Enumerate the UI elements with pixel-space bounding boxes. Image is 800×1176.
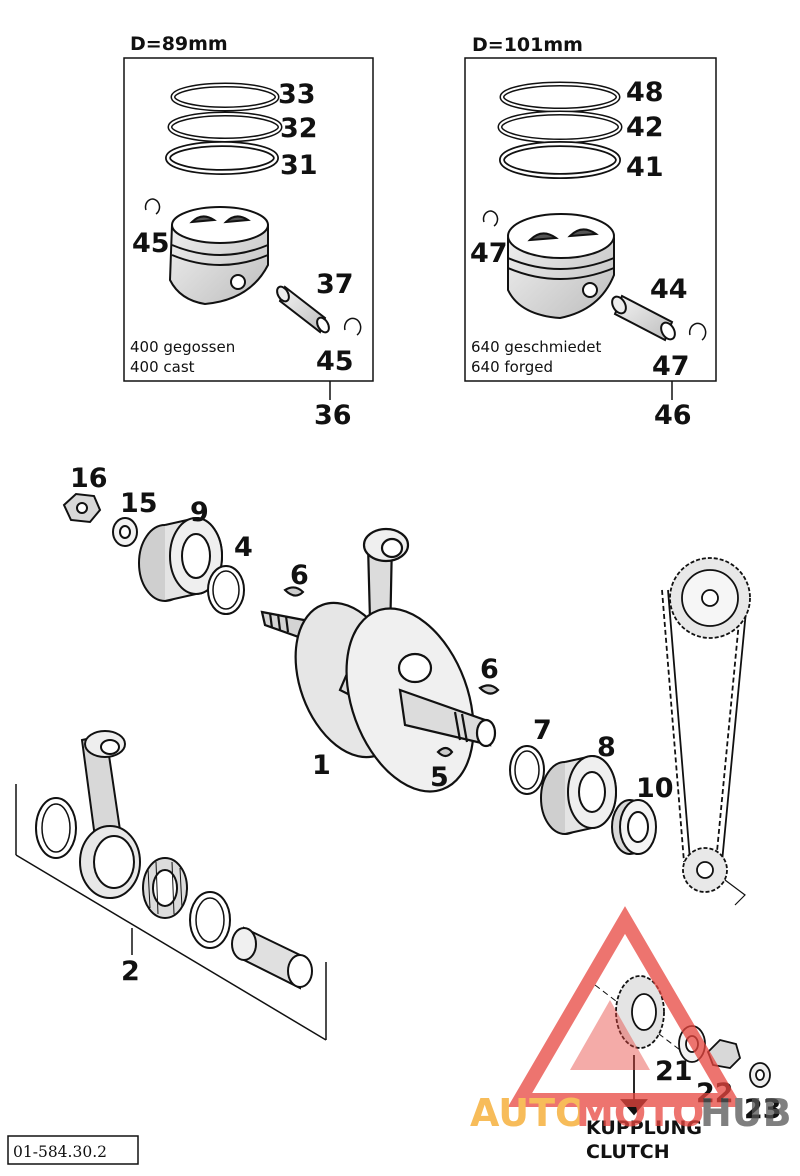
bearing-icon <box>138 516 223 602</box>
right-box-line1: 640 geschmiedet <box>471 338 601 356</box>
watermark-hub: HUB <box>700 1091 792 1135</box>
shim-icon <box>35 797 77 859</box>
callout-47-top: 47 <box>470 238 508 269</box>
crank-pin-icon <box>231 926 313 990</box>
piston-cast <box>168 206 269 306</box>
key-icon <box>478 684 500 695</box>
left-box-frame <box>123 57 374 382</box>
piston-kit-640: D=101mm 48 42 41 47 44 47 <box>464 34 717 431</box>
callout-42: 42 <box>626 112 664 143</box>
piston-kit-400: D=89mm 33 32 31 <box>123 33 374 431</box>
left-shaft-parts <box>62 492 305 615</box>
watermark-logo: AUTO MOTO HUB <box>470 906 792 1135</box>
sprocket-icon <box>615 975 665 1049</box>
circlip-icon <box>343 317 362 336</box>
callout-21: 21 <box>655 1056 693 1087</box>
circlip-icon <box>144 198 161 215</box>
circlip-icon <box>688 322 707 341</box>
callout-37: 37 <box>316 269 354 300</box>
callout-6-upper: 6 <box>290 560 309 591</box>
figure-code-text: 01-584.30.2 <box>13 1143 107 1161</box>
callout-1: 1 <box>312 750 331 781</box>
callout-4: 4 <box>234 532 253 563</box>
piston-pin-left <box>276 285 330 334</box>
callout-45-top: 45 <box>132 228 170 259</box>
watermark-moto: MOTO <box>576 1091 704 1135</box>
oil-seal-icon <box>611 799 657 855</box>
callout-16: 16 <box>70 463 108 494</box>
callout-48: 48 <box>626 77 664 108</box>
right-shaft-parts <box>509 745 657 855</box>
timing-chain <box>661 557 751 906</box>
callout-6-lower: 6 <box>480 654 499 685</box>
callout-36: 36 <box>314 400 352 431</box>
key-icon <box>436 746 454 758</box>
shim-icon <box>207 565 245 615</box>
callout-9: 9 <box>190 497 209 528</box>
right-box-line2: 640 forged <box>471 358 553 376</box>
watermark-auto: AUTO <box>470 1091 587 1135</box>
callout-8: 8 <box>597 732 616 763</box>
callout-15: 15 <box>120 488 158 519</box>
piston-rings-right <box>497 81 623 179</box>
piston-pin-right <box>611 294 676 342</box>
callout-2: 2 <box>121 956 140 987</box>
left-box-line2: 400 cast <box>130 358 195 376</box>
key-icon <box>283 586 305 597</box>
clutch-label-de: KUPPLUNG <box>586 1117 702 1139</box>
figure-code: 01-584.30.2 <box>7 1135 139 1165</box>
callout-33: 33 <box>278 79 316 110</box>
callout-31: 31 <box>280 150 318 181</box>
callout-23: 23 <box>744 1094 782 1125</box>
piston-forged <box>507 213 615 320</box>
crankshaft-assembly <box>260 527 500 793</box>
callout-46: 46 <box>654 400 692 431</box>
circlip-icon <box>482 210 499 227</box>
needle-bearing-icon <box>142 857 188 919</box>
callout-10: 10 <box>636 773 674 804</box>
sprocket-icon <box>682 847 728 893</box>
right-diameter-label: D=101mm <box>472 34 583 56</box>
callout-44: 44 <box>650 274 688 305</box>
connecting-rod-kit <box>15 730 327 1041</box>
left-box-line1: 400 gegossen <box>130 338 235 356</box>
callout-7: 7 <box>533 715 552 746</box>
bearing-icon <box>540 754 617 835</box>
callout-5: 5 <box>430 762 449 793</box>
piston-rings-left <box>165 82 283 175</box>
callout-47-bottom: 47 <box>652 351 690 382</box>
callout-45-bottom: 45 <box>316 346 354 377</box>
callout-32: 32 <box>280 113 318 144</box>
sprocket-icon <box>669 557 751 639</box>
left-diameter-label: D=89mm <box>130 33 228 55</box>
clutch-label-en: CLUTCH <box>586 1141 670 1163</box>
callout-41: 41 <box>626 152 664 183</box>
right-box-frame <box>464 57 717 382</box>
